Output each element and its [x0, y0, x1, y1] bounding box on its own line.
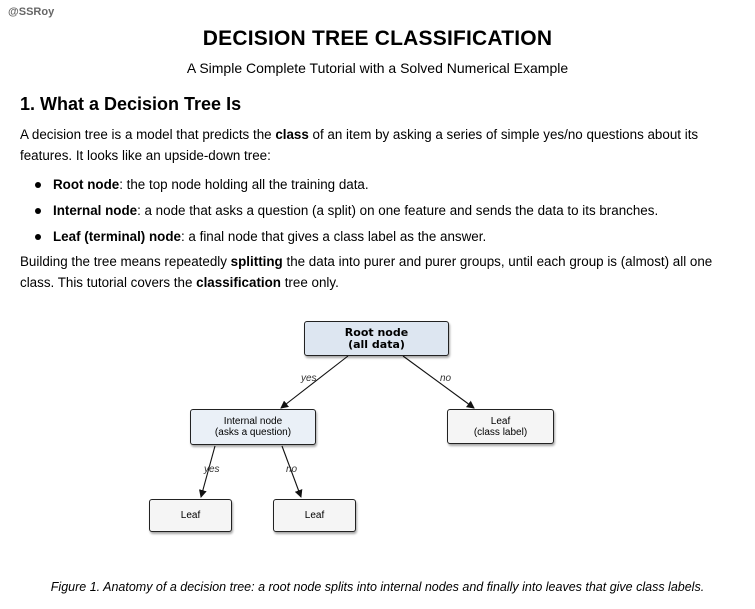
leaf-node-class-label: Leaf (class label)	[447, 409, 554, 444]
list-item-leaf: Leaf (terminal) node: a final node that …	[34, 224, 658, 250]
outro-text-3: tree only.	[280, 275, 339, 290]
edge-root-no	[402, 355, 475, 409]
leaf-node-left: Leaf	[149, 499, 232, 532]
edge-label-root-no: no	[440, 373, 452, 384]
intro-text-2: of an item by asking a series of simple …	[20, 127, 699, 163]
bullet-term: Root node	[53, 177, 120, 192]
page-subtitle: A Simple Complete Tutorial with a Solved…	[186, 60, 569, 76]
intro-paragraph: A decision tree is a model that predicts…	[20, 124, 735, 166]
intro-text-1: A decision tree is a model that predicts…	[20, 127, 276, 142]
internal-node: Internal node (asks a question)	[190, 409, 316, 445]
list-item-root: Root node: the top node holding all the …	[34, 172, 658, 198]
edge-internal-no	[281, 445, 303, 498]
definition-list: Root node: the top node holding all the …	[34, 172, 658, 250]
section-heading: 1. What a Decision Tree Is	[20, 94, 242, 114]
edge-root-yes	[280, 355, 349, 409]
leaf-node-left-label: Leaf	[180, 510, 201, 521]
watermark: @SSRoy	[8, 6, 55, 18]
edge-label-internal-no: no	[286, 464, 298, 475]
outro-text-2: the data into purer and purer groups, un…	[20, 254, 713, 290]
page-title: DECISION TREE CLASSIFICATION	[202, 27, 553, 50]
outro-paragraph: Building the tree means repeatedly split…	[20, 251, 735, 293]
edge-internal-yes	[198, 445, 216, 498]
bullet-text: : a final node that gives a class label …	[180, 229, 487, 244]
internal-node-subtitle: (asks a question)	[214, 427, 292, 438]
leaf-node-right: Leaf	[273, 499, 356, 532]
bullet-term: Leaf (terminal) node	[53, 229, 181, 244]
internal-node-title: Internal node	[223, 416, 283, 427]
edge-label-internal-yes: yes	[204, 464, 220, 475]
leaf-node-title: Leaf	[490, 415, 511, 427]
bullet-text: : the top node holding all the training …	[119, 177, 369, 192]
outro-bold-classification: classification	[196, 275, 281, 290]
leaf-node-right-label: Leaf	[304, 510, 325, 521]
bullet-term: Internal node	[53, 203, 138, 218]
intro-bold-class: class	[275, 127, 309, 142]
outro-text-1: Building the tree means repeatedly	[20, 254, 231, 269]
tree-diagram: Root node (all data) Internal node (asks…	[0, 300, 755, 570]
root-node-title: Root node	[344, 325, 409, 339]
edge-label-root-yes: yes	[301, 373, 317, 384]
outro-bold-splitting: splitting	[230, 254, 283, 269]
tree-edges	[198, 355, 475, 498]
leaf-node-subtitle: (class label)	[473, 426, 528, 438]
list-item-internal: Internal node: a node that asks a questi…	[34, 198, 658, 224]
bullet-text: : a node that asks a question (a split) …	[137, 203, 659, 218]
figure-caption: Figure 1. Anatomy of a decision tree: a …	[50, 580, 705, 594]
root-node-subtitle: (all data)	[348, 337, 405, 351]
root-node: Root node (all data)	[304, 321, 449, 356]
